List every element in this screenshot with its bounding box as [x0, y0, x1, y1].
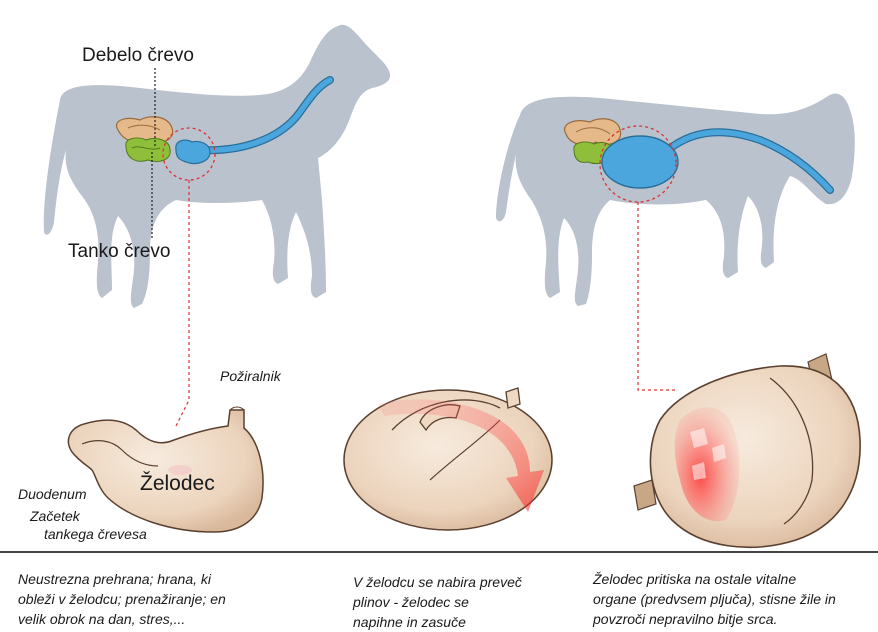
caption-gas-twist-line: V želodcu se nabira preveč: [353, 572, 522, 592]
label-start-small-intestine-line2: tankega črevesa: [44, 526, 147, 542]
caption-causes-line: obleži v želodcu; prenažiranje; en: [18, 589, 226, 609]
caption-causes: Neustrezna prehrana; hrana, ki obleži v …: [18, 569, 226, 629]
caption-gas-twist-line: plinov - želodec se: [353, 592, 522, 612]
label-stomach: Želodec: [140, 472, 215, 496]
caption-gas-twist-line: napihne in zasuče: [353, 612, 522, 632]
caption-causes-line: Neustrezna prehrana; hrana, ki: [18, 569, 226, 589]
stomach-twisted: [344, 388, 552, 530]
label-large-intestine: Debelo črevo: [82, 45, 194, 67]
caption-pressure-line: Želodec pritiska na ostale vitalne: [593, 569, 836, 589]
connector-bloated: [638, 202, 676, 390]
caption-causes-line: velik obrok na dan, stres,...: [18, 609, 226, 629]
connector-normal: [175, 180, 189, 428]
dog-silhouette-bloated: [496, 94, 855, 306]
stomach-bloated: [634, 354, 860, 547]
caption-gas-twist: V želodcu se nabira preveč plinov - želo…: [353, 572, 522, 632]
label-esophagus: Požiralnik: [220, 368, 281, 384]
stomach-normal: [68, 407, 263, 532]
label-duodenum: Duodenum: [18, 486, 87, 502]
dog-silhouette-normal: [44, 25, 390, 308]
caption-pressure-line: organe (predvsem pljuča), stisne žile in: [593, 589, 836, 609]
label-start-small-intestine-line1: Začetek: [30, 508, 80, 524]
caption-pressure-line: povzroči nepravilno bitje srca.: [593, 609, 836, 629]
caption-pressure: Želodec pritiska na ostale vitalne organ…: [593, 569, 836, 629]
label-small-intestine: Tanko črevo: [68, 241, 170, 263]
